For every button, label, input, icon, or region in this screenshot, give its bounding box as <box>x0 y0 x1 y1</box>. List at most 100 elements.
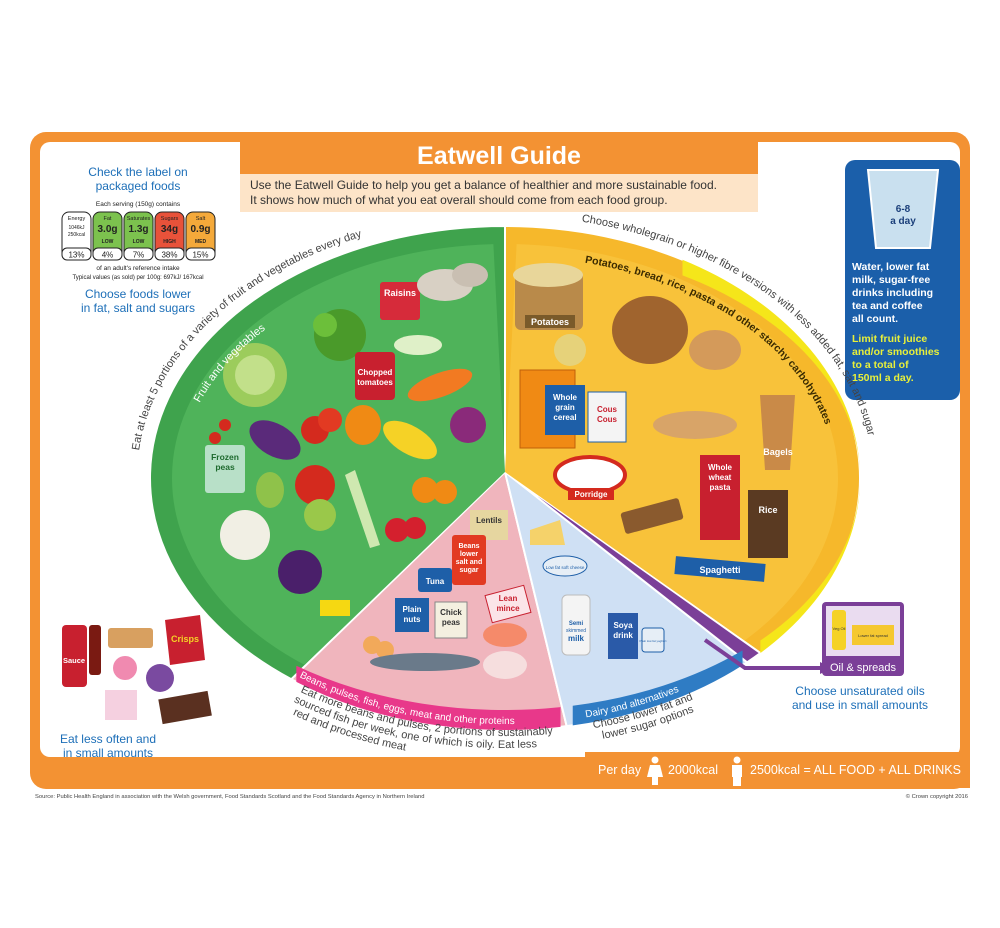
nutrient-value: 250kcal <box>68 232 85 238</box>
intro-box <box>240 174 758 212</box>
dairy-foods <box>530 520 665 659</box>
milk-label-1: Semi <box>569 621 584 627</box>
nutrient-level: LOW <box>133 239 145 245</box>
tomatoes-label-1: Chopped <box>358 368 393 377</box>
starchy-foods <box>513 263 795 582</box>
pasta-label-1: Whole <box>708 463 733 472</box>
mince-label-1: Lean <box>499 594 518 603</box>
crisps-label: Crisps <box>171 634 199 644</box>
pasta-label-3: pasta <box>710 483 731 492</box>
soya-label-1: Soya <box>613 621 633 630</box>
drinks-limit-line: and/or smoothies <box>852 346 940 358</box>
oils-label: Oil & spreads <box>830 662 897 674</box>
mince-label-2: mince <box>496 604 520 613</box>
oils-advice-2: and use in small amounts <box>792 698 928 712</box>
reference-text: of an adult's reference intake <box>96 265 180 272</box>
woman-icon <box>647 756 663 785</box>
source-text: Source: Public Health England in associa… <box>35 794 424 800</box>
beans-label-4: sugar <box>459 567 478 574</box>
oils-advice-1: Choose unsaturated oils <box>795 684 924 698</box>
nutrient-value: 34g <box>161 224 178 235</box>
serving-text: Each serving (150g) contains <box>96 201 181 208</box>
title-bar <box>240 138 758 174</box>
cheese-label: Low fat soft cheese <box>546 565 585 570</box>
nutrient-value: 1.3g <box>128 224 148 235</box>
bagels-label: Bagels <box>763 447 793 457</box>
drinks-text-line: Water, lower fat <box>852 261 930 273</box>
chickpeas-label-1: Chick <box>440 608 462 617</box>
chickpeas-label-2: peas <box>442 618 461 627</box>
oil-label: Veg Oil <box>833 626 846 631</box>
potatoes-label: Potatoes <box>531 317 569 327</box>
drinks-limit-line: Limit fruit juice <box>852 333 927 345</box>
tuna-label: Tuna <box>426 577 445 586</box>
drinks-limit-line: 150ml a day. <box>852 372 914 384</box>
nutrient-level: HIGH <box>163 239 176 245</box>
purple-segment-oils <box>504 471 763 664</box>
treats-panel <box>62 615 212 725</box>
oil-spreads-box <box>703 602 904 676</box>
label-advice-2: in fat, salt and sugars <box>81 301 195 315</box>
tomatoes-label-2: tomatoes <box>357 378 393 387</box>
man-icon <box>732 756 742 786</box>
drinks-count-1: 6-8 <box>896 204 911 215</box>
water-glass-icon <box>866 169 940 249</box>
spread-label: Lower fat spread <box>858 633 888 638</box>
nutrient-salt <box>185 211 216 261</box>
drinks-text-line: all count. <box>852 313 898 325</box>
nutrient-percent: 15% <box>192 251 208 260</box>
nutrient-name: Sugars <box>161 216 179 222</box>
typical-text: Typical values (as sold) per 100g: 697kJ… <box>72 275 203 281</box>
beans-label-1: Beans <box>458 543 479 550</box>
fruit-veg-foods <box>205 263 488 616</box>
cereal-label-1: Whole <box>553 393 578 402</box>
drinks-text-line: milk, sugar-free <box>852 274 930 286</box>
nutrient-name: Energy <box>68 216 86 222</box>
women-kcal: 2000kcal <box>668 763 718 777</box>
nutrient-percent: 38% <box>161 251 177 260</box>
nutrient-level: LOW <box>102 239 114 245</box>
cereal-label-3: cereal <box>553 413 576 422</box>
pink-label-band <box>296 665 561 730</box>
sauce-label: Sauce <box>63 656 85 665</box>
men-kcal: 2500kcal = ALL FOOD + ALL DRINKS <box>750 763 961 777</box>
yellow-outer-rim <box>682 259 860 654</box>
nutrition-label-panel <box>61 211 216 261</box>
cereal-label-2: grain <box>555 403 575 412</box>
page-title: Eatwell Guide <box>417 142 581 170</box>
nutrient-name: Saturates <box>127 216 151 222</box>
label-heading-1: Check the label on <box>88 165 187 179</box>
nutrient-fat <box>92 211 123 261</box>
drinks-text-line: tea and coffee <box>852 300 923 312</box>
copyright-text: © Crown copyright 2016 <box>906 793 968 800</box>
pasta-label-2: wheat <box>708 473 732 482</box>
nutrient-percent: 4% <box>102 251 114 260</box>
intro-line-2: It shows how much of what you eat overal… <box>250 193 668 207</box>
nutrient-saturates <box>123 211 154 261</box>
nutrient-level: MED <box>195 239 207 245</box>
intro-line-1: Use the Eatwell Guide to help you get a … <box>250 178 717 192</box>
drinks-limit-line: to a total of <box>852 359 909 371</box>
per-day-label: Per day <box>598 763 642 777</box>
drinks-panel <box>845 160 960 400</box>
nutrient-percent: 13% <box>68 251 84 260</box>
nuts-label-1: Plain <box>402 605 421 614</box>
protein-foods <box>363 510 532 679</box>
raisins-label: Raisins <box>384 288 416 298</box>
nutrient-value: 1046kJ <box>68 225 85 231</box>
treats-advice-2: in small amounts <box>63 746 153 760</box>
spaghetti-label: Spaghetti <box>699 565 740 575</box>
soya-label-2: drink <box>613 631 633 640</box>
couscous-label-2: Cous <box>597 415 618 424</box>
blue-label-band <box>572 650 743 726</box>
peas-label-1: Frozen <box>211 452 239 462</box>
nutrient-value: 0.9g <box>190 224 210 235</box>
nutrient-energy <box>61 211 92 261</box>
porridge-label: Porridge <box>575 490 608 499</box>
beans-label-2: lower <box>460 551 479 558</box>
nutrient-sugars <box>154 211 185 261</box>
couscous-label-1: Cous <box>597 405 618 414</box>
label-advice-1: Choose foods lower <box>85 287 191 301</box>
drinks-text-line: drinks including <box>852 287 933 299</box>
